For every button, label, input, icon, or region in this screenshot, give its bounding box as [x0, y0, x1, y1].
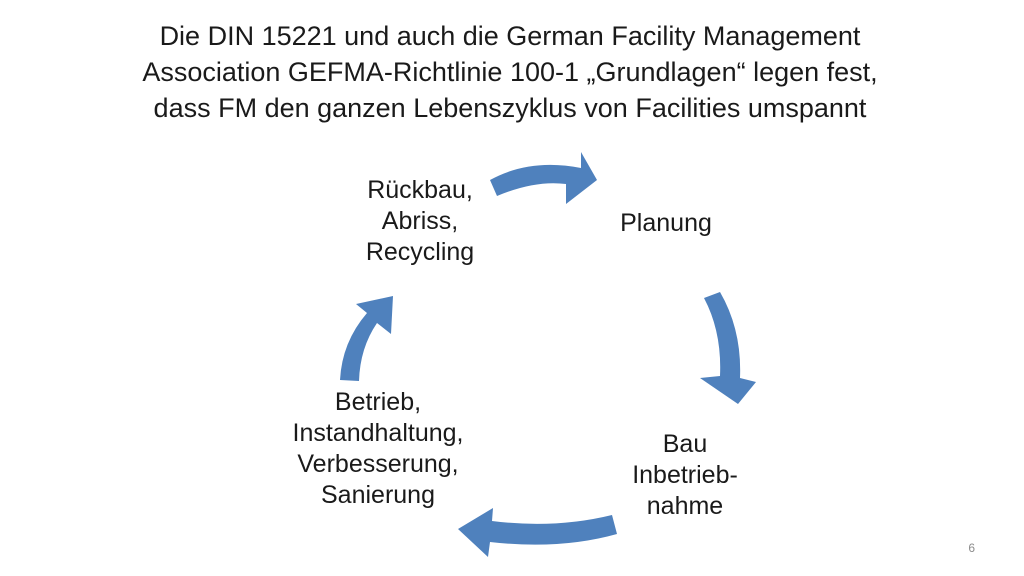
- arrow-planung-to-bau: [700, 292, 756, 404]
- node-betrieb-line-3: Verbesserung,: [297, 450, 459, 478]
- node-rueckbau-line-3: Recycling: [365, 238, 475, 266]
- node-bau-line-1: Bau: [662, 430, 708, 458]
- node-betrieb-line-1: Betrieb,: [334, 388, 422, 416]
- node-planung: Planung: [596, 208, 736, 239]
- title-line-1: Die DIN 15221 und auch die German Facili…: [159, 21, 861, 51]
- title-line-2: Association GEFMA-Richtlinie 100-1 „Grun…: [142, 57, 878, 87]
- slide-title: Die DIN 15221 und auch die German Facili…: [60, 18, 960, 126]
- arrow-rueckbau-to-planung: [490, 152, 597, 204]
- arrow-betrieb-to-rueckbau: [340, 296, 393, 381]
- node-betrieb-line-4: Sanierung: [321, 481, 435, 509]
- slide-number: 6: [968, 541, 975, 555]
- node-bau: Bau Inbetrieb- nahme: [605, 429, 765, 522]
- node-bau-line-2: Inbetrieb-: [632, 461, 738, 489]
- node-betrieb-line-2: Instandhaltung,: [292, 419, 464, 447]
- node-betrieb: Betrieb, Instandhaltung, Verbesserung, S…: [268, 387, 488, 511]
- node-rueckbau-line-1: Rückbau,: [367, 176, 473, 204]
- node-rueckbau: Rückbau, Abriss, Recycling: [330, 175, 510, 268]
- node-bau-line-3: nahme: [646, 492, 724, 520]
- node-rueckbau-line-2: Abriss,: [381, 207, 459, 235]
- node-planung-line-1: Planung: [620, 209, 712, 237]
- title-line-3: dass FM den ganzen Lebenszyklus von Faci…: [153, 93, 867, 123]
- arrow-bau-to-betrieb: [458, 508, 617, 557]
